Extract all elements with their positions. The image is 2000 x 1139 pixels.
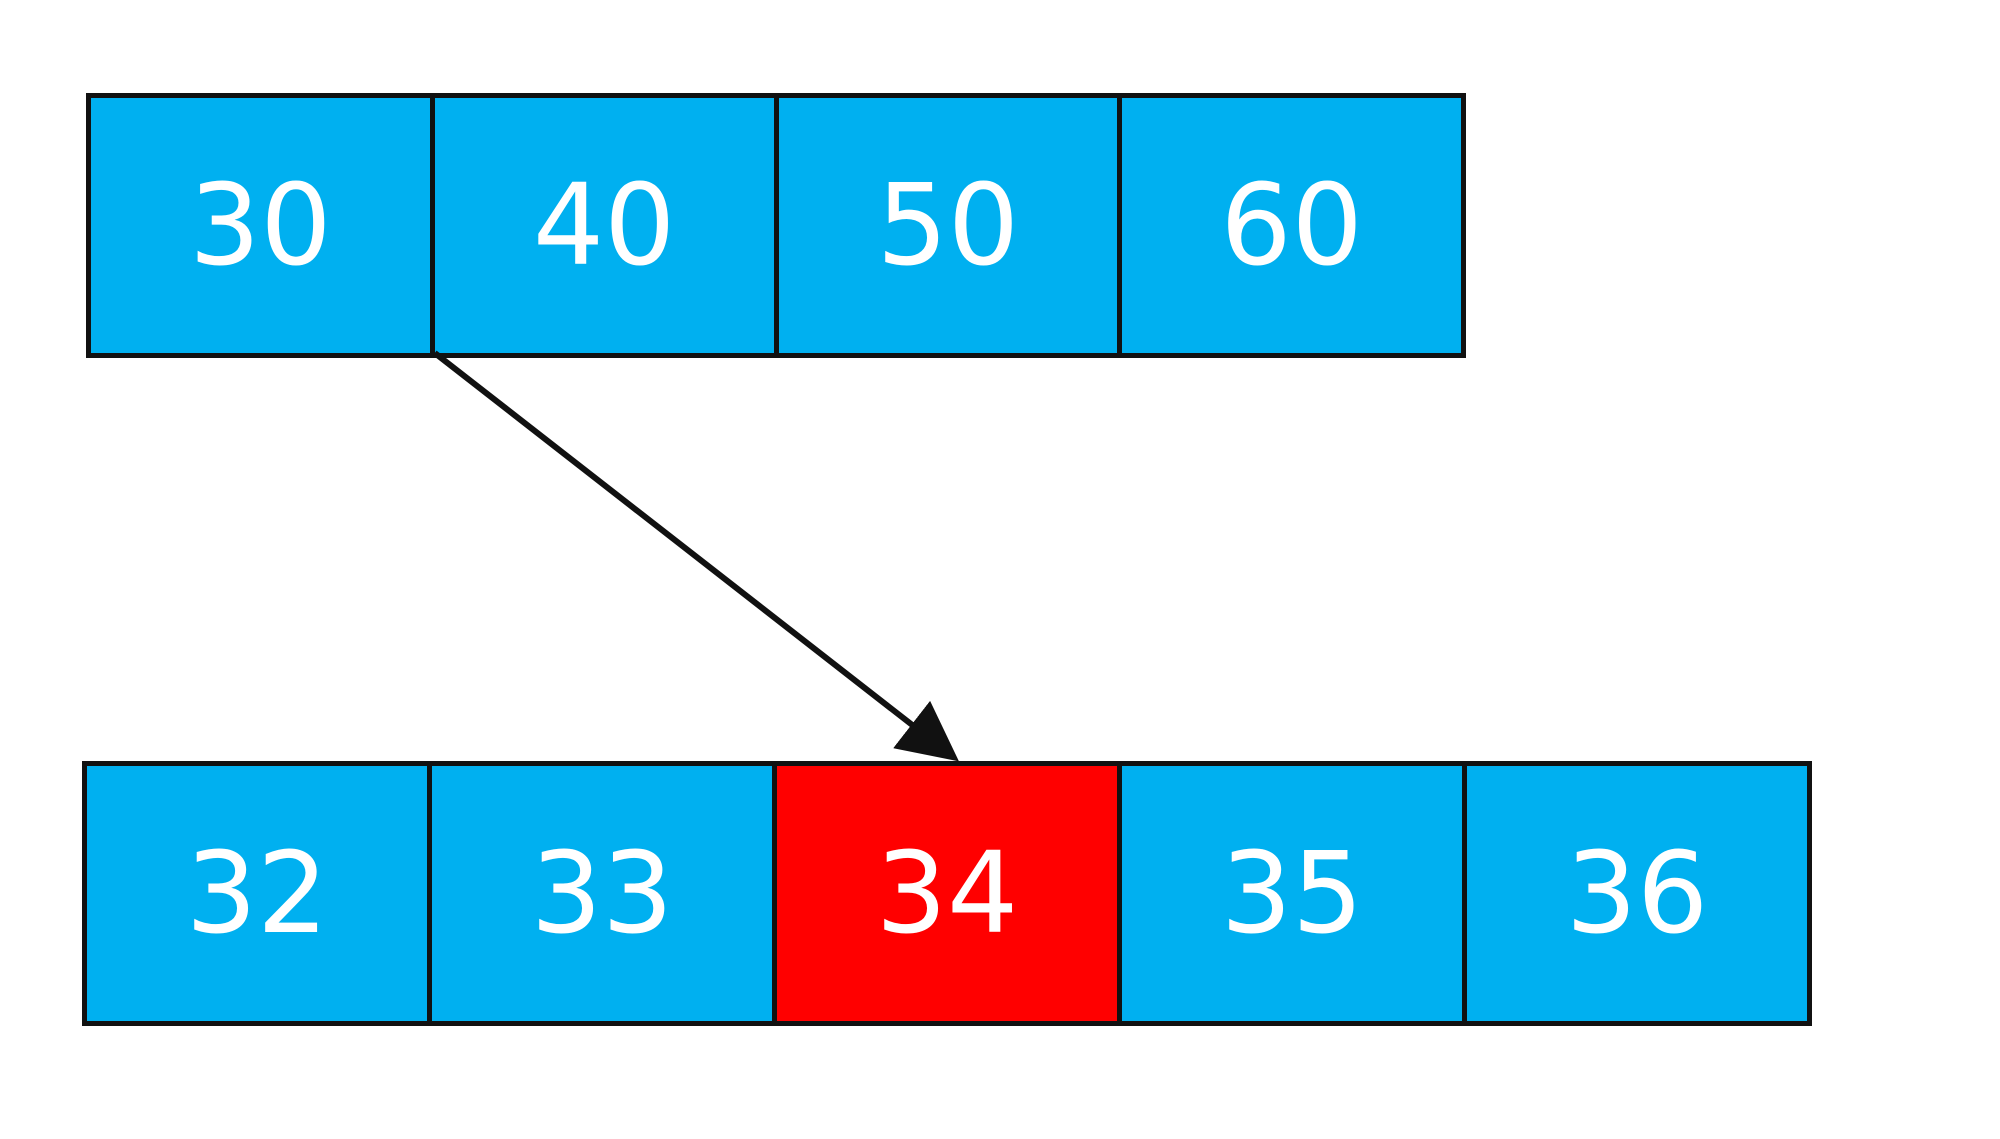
top-array: 30 40 50 60 xyxy=(86,93,1466,358)
pointer-arrow xyxy=(432,350,959,762)
top-cell-2: 50 xyxy=(778,98,1123,353)
top-cell-0: 30 xyxy=(91,98,435,353)
bottom-cell-3: 35 xyxy=(1122,766,1467,1021)
bottom-cell-4: 36 xyxy=(1467,766,1807,1021)
bottom-array: 32 33 34 35 36 xyxy=(82,761,1812,1026)
top-cell-3: 60 xyxy=(1122,98,1461,353)
bottom-cell-2: 34 xyxy=(777,766,1122,1021)
bottom-cell-0: 32 xyxy=(87,766,432,1021)
bottom-cell-1: 33 xyxy=(432,766,777,1021)
top-cell-1: 40 xyxy=(434,98,779,353)
